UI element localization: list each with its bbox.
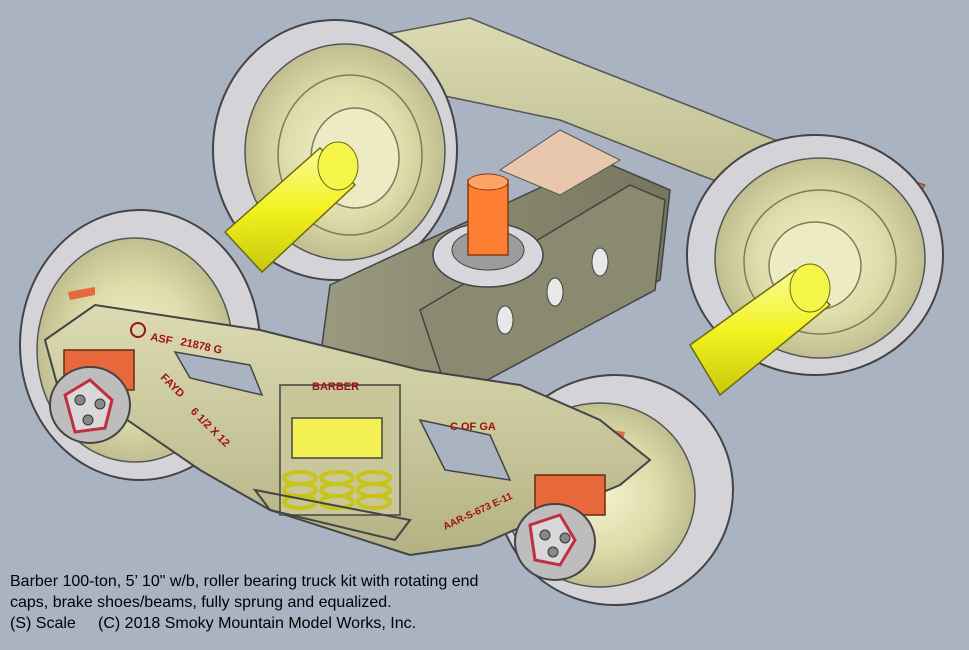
bearing-cap-right xyxy=(514,503,596,581)
hex-logo-icon xyxy=(130,322,146,338)
frame-window-right xyxy=(418,418,512,481)
cast-asf: ASF xyxy=(149,331,173,347)
axle-far xyxy=(223,141,359,274)
caption: Barber 100-ton, 5’ 10" w/b, roller beari… xyxy=(10,571,610,634)
axle-near xyxy=(689,263,832,397)
cast-c-of-ga: C OF GA xyxy=(450,421,496,433)
springs xyxy=(282,470,392,510)
bearing-cap-left xyxy=(49,366,131,444)
center-pin xyxy=(432,173,544,288)
friction-wedge xyxy=(291,417,383,459)
cast-barber: BARBER xyxy=(312,381,359,393)
frame-window-left xyxy=(173,350,264,397)
caption-line-2: caps, brake shoes/beams, fully sprung an… xyxy=(10,594,392,611)
near-side-frame xyxy=(43,303,652,557)
caption-line-1: Barber 100-ton, 5’ 10" w/b, roller beari… xyxy=(10,573,479,590)
caption-line-3: (S) Scale (C) 2018 Smoky Mountain Model … xyxy=(10,615,417,632)
